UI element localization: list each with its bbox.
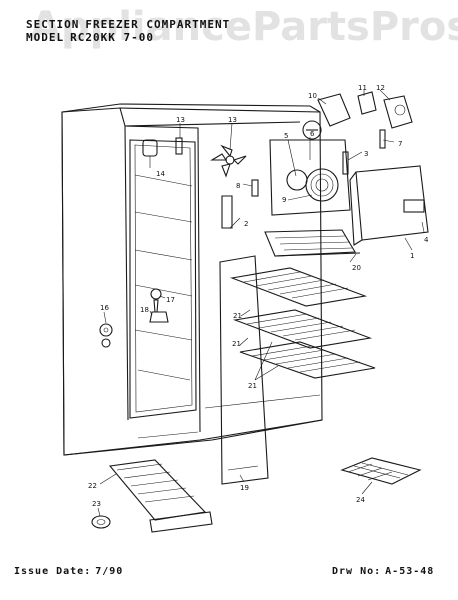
- section-label: SECTION: [26, 18, 80, 31]
- part-label: 21: [248, 382, 257, 390]
- header-model: MODEL RC20KK 7-00: [26, 31, 154, 44]
- cabinet: [61, 103, 323, 456]
- part-label: 22: [88, 482, 97, 490]
- part-label: 20: [352, 264, 361, 272]
- part-label: 13: [228, 116, 237, 124]
- part-label: 24: [356, 496, 365, 504]
- part-label: 2: [244, 220, 248, 228]
- part-label: 4: [424, 236, 429, 244]
- part-label: 3: [364, 150, 368, 158]
- door-panel: [219, 255, 269, 485]
- part-label: 14: [156, 170, 165, 178]
- drawing-number-value: A-53-48: [385, 566, 435, 577]
- part-label: 12: [376, 84, 385, 92]
- footer-issue-date: Issue Date:7/90: [14, 566, 123, 577]
- part-label: 11: [358, 84, 367, 92]
- back-panel: [349, 165, 429, 246]
- part-label: 10: [308, 92, 317, 100]
- ice-tray: [340, 457, 422, 485]
- leader-lines: [97, 89, 425, 517]
- top-brackets: [317, 91, 413, 175]
- model-label: MODEL: [26, 31, 65, 44]
- part-label: 19: [240, 484, 249, 492]
- part-label: 17: [166, 296, 175, 304]
- drawing-number-label: Drw No:: [332, 566, 382, 577]
- fan-assembly: [210, 120, 351, 216]
- part-label: 6: [310, 130, 315, 138]
- footer-drawing-number: Drw No:A-53-48: [332, 566, 434, 577]
- part-label: 8: [236, 182, 240, 190]
- part-label: 21: [233, 312, 242, 320]
- part-labels: 1 2 3 4 5 6 7 8 9 10 11 12 13 13 14 16 1…: [88, 84, 429, 508]
- shelf-upper: [264, 229, 361, 257]
- part-label: 9: [282, 196, 286, 204]
- part-label: 5: [284, 132, 288, 140]
- part-label: 18: [140, 306, 149, 314]
- part-label: 23: [92, 500, 101, 508]
- part-label: 1: [410, 252, 414, 260]
- issue-date-label: Issue Date:: [14, 566, 92, 577]
- section-value: FREEZER COMPARTMENT: [85, 18, 231, 31]
- part-label: 16: [100, 304, 109, 312]
- issue-date-value: 7/90: [95, 566, 124, 577]
- shelves: [229, 267, 376, 379]
- header-section: SECTION FREEZER COMPARTMENT: [26, 18, 230, 31]
- basket: [91, 459, 213, 533]
- part-label: 21: [232, 340, 241, 348]
- model-value: RC20KK 7-00: [70, 31, 154, 44]
- part-label: 7: [398, 140, 402, 148]
- part-label: 13: [176, 116, 185, 124]
